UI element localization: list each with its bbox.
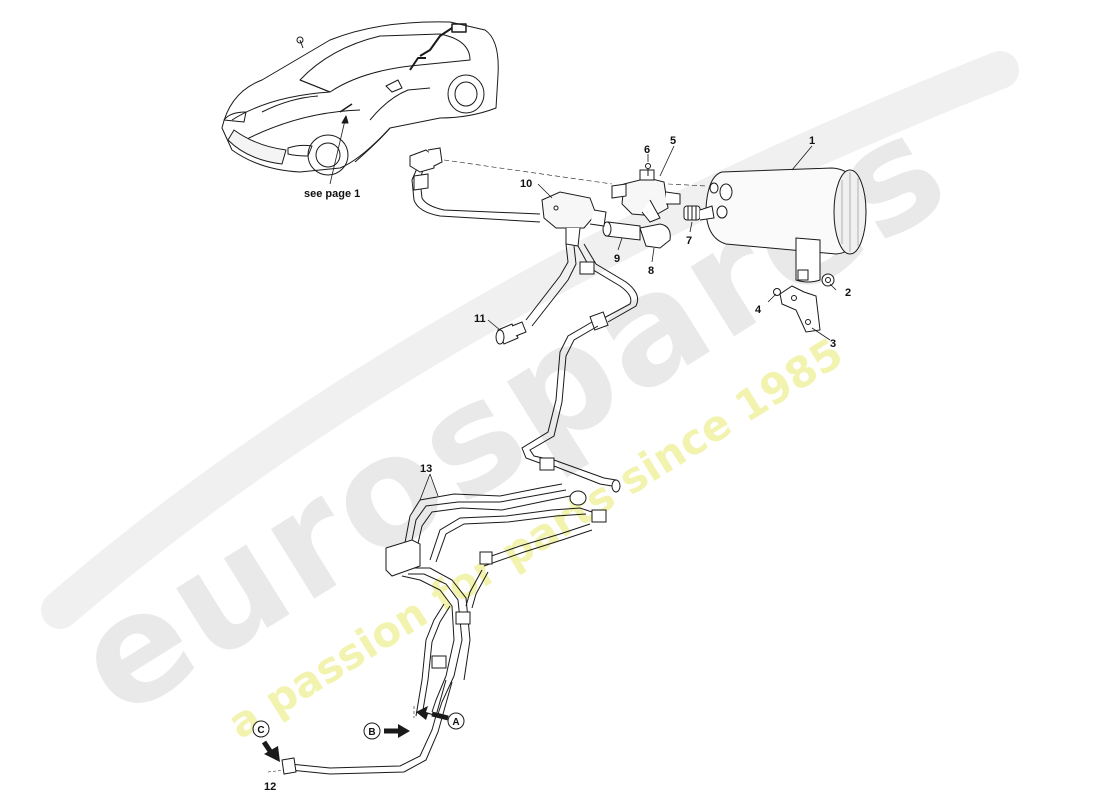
arrow-c-icon: [264, 746, 280, 762]
car-mirror: [385, 79, 403, 93]
callout-13: 13: [420, 463, 432, 475]
screw: [645, 163, 651, 169]
callout-9: 9: [614, 253, 620, 265]
canister: [705, 167, 867, 283]
car-front-wheel: [307, 134, 349, 176]
vent-valve-body: [541, 191, 597, 229]
overview-leader: [329, 115, 347, 185]
arrow-b-icon: [398, 724, 410, 738]
reference-markers: A B C: [252, 706, 465, 762]
vent-valve: [541, 191, 607, 247]
hose-joint: [683, 205, 715, 221]
leader-lines: [419, 145, 837, 501]
ref-marker-c: C: [252, 720, 280, 762]
car-grille: [227, 129, 287, 165]
elbow: [639, 223, 671, 249]
car-body: [221, 21, 499, 173]
canister-port: [719, 183, 733, 201]
car-rear-wheel: [447, 74, 485, 114]
ref-a-label: A: [452, 717, 459, 728]
pipework: [267, 147, 707, 775]
callout-4: 4: [755, 304, 762, 316]
overview-caption: see page 1: [304, 188, 360, 200]
ref-marker-a: A: [416, 706, 465, 730]
car-highlight-part: [419, 27, 453, 57]
junction-block: [385, 539, 421, 577]
callout-12: 12: [264, 781, 276, 793]
callout-1: 1: [809, 135, 815, 147]
callout-2: 2: [845, 287, 851, 299]
pipe-elbow-top: [409, 149, 435, 173]
overview-car: [221, 21, 499, 185]
callout-11: 11: [474, 313, 486, 325]
ref-c-label: C: [257, 725, 264, 736]
callout-8: 8: [648, 265, 654, 277]
car-windscreen: [299, 33, 471, 93]
callout-10: 10: [520, 178, 532, 190]
bracket-assembly: [773, 273, 835, 333]
ref-marker-b: B: [363, 722, 410, 740]
ref-b-label: B: [368, 727, 375, 738]
arrow-a-icon: [416, 706, 446, 720]
connector-12: [281, 757, 297, 775]
callout-7: 7: [686, 235, 692, 247]
elbow-and-hose: [602, 221, 671, 249]
guide-line: [443, 159, 613, 185]
callout-labels: 1 2 3 4 5 6 7 8 9 10 11 12 13: [264, 135, 851, 793]
callout-5: 5: [670, 135, 676, 147]
watermark-swoosh: [41, 51, 1019, 629]
bolt: [773, 288, 781, 296]
watermark: eurospares a passion for parts since 198…: [41, 51, 1019, 751]
callout-6: 6: [644, 144, 650, 156]
connector-11: [495, 321, 527, 345]
purge-valve: [611, 163, 681, 223]
callout-3: 3: [830, 338, 836, 350]
